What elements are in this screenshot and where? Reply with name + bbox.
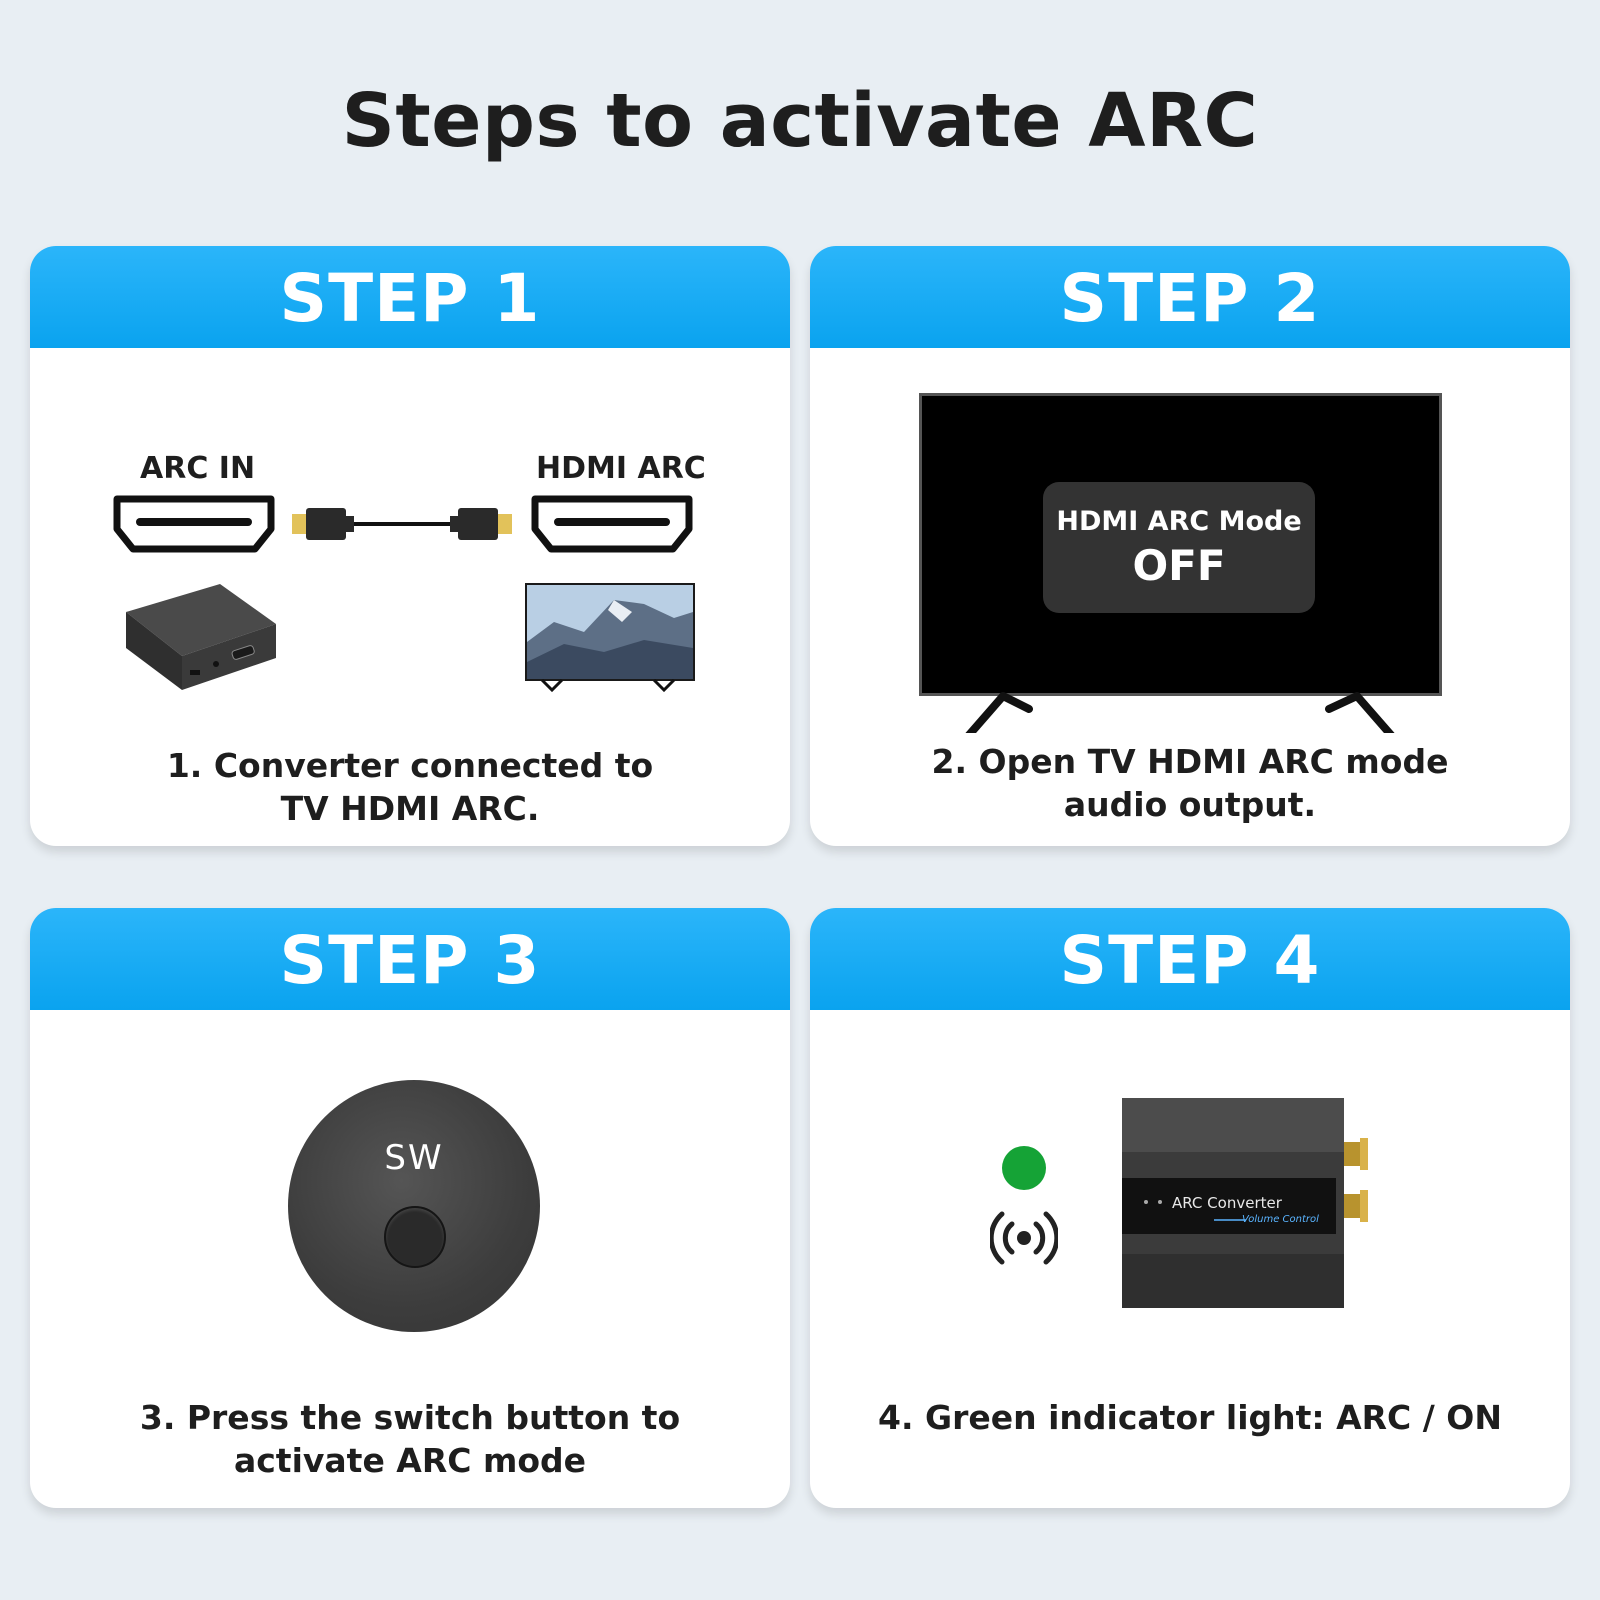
step-3-heading: STEP 3	[30, 908, 790, 1010]
green-indicator-light	[1002, 1146, 1046, 1190]
step-2-caption: 2. Open TV HDMI ARC mode audio output.	[931, 742, 1449, 824]
step-4-card: STEP 4 ARC Converter Volume Control 4. G…	[810, 908, 1570, 1508]
step-1-caption: 1. Converter connected to TV HDMI ARC.	[166, 746, 654, 828]
step-3-caption: 3. Press the switch button to activate A…	[139, 1398, 681, 1480]
step-2-card: STEP 2 HDMI ARC Mode OFF 2. Open TV HDMI…	[810, 246, 1570, 846]
arc-converter-device: ARC Converter Volume Control	[1122, 1098, 1372, 1308]
step-3-card: STEP 3 SW 3. Press the switch button to …	[30, 908, 790, 1508]
switch-label: SW	[384, 1138, 444, 1178]
step-4-caption: 4. Green indicator light: ARC / ON	[878, 1398, 1502, 1437]
hdmi-cable-icon	[292, 508, 512, 540]
switch-button-disc[interactable]: SW	[288, 1080, 540, 1332]
converter-device-icon	[126, 584, 276, 690]
hdmi-port-icon	[531, 495, 693, 553]
converter-device-icon	[1122, 1098, 1368, 1308]
page-title: Steps to activate ARC	[341, 78, 1259, 164]
switch-button[interactable]	[384, 1206, 446, 1268]
tv-osd-status: OFF	[1132, 541, 1226, 590]
arc-in-label: ARC IN	[140, 451, 256, 486]
tv-osd-label: HDMI ARC Mode	[1056, 506, 1302, 537]
tv-screen: HDMI ARC Mode OFF	[919, 393, 1442, 733]
device-sublabel: Volume Control	[1242, 1214, 1319, 1225]
device-label: ARC Converter	[1172, 1194, 1282, 1212]
hdmi-arc-label: HDMI ARC	[536, 451, 706, 486]
step-2-heading: STEP 2	[810, 246, 1570, 348]
step-1-heading: STEP 1	[30, 246, 790, 348]
tv-osd-panel: HDMI ARC Mode OFF	[1043, 482, 1315, 613]
tv-icon	[525, 583, 695, 693]
wireless-signal-icon	[990, 1211, 1058, 1265]
step-1-card: STEP 1 ARC IN HDMI ARC 1. Converter c	[30, 246, 790, 846]
step-4-heading: STEP 4	[810, 908, 1570, 1010]
hdmi-port-icon	[113, 495, 275, 553]
